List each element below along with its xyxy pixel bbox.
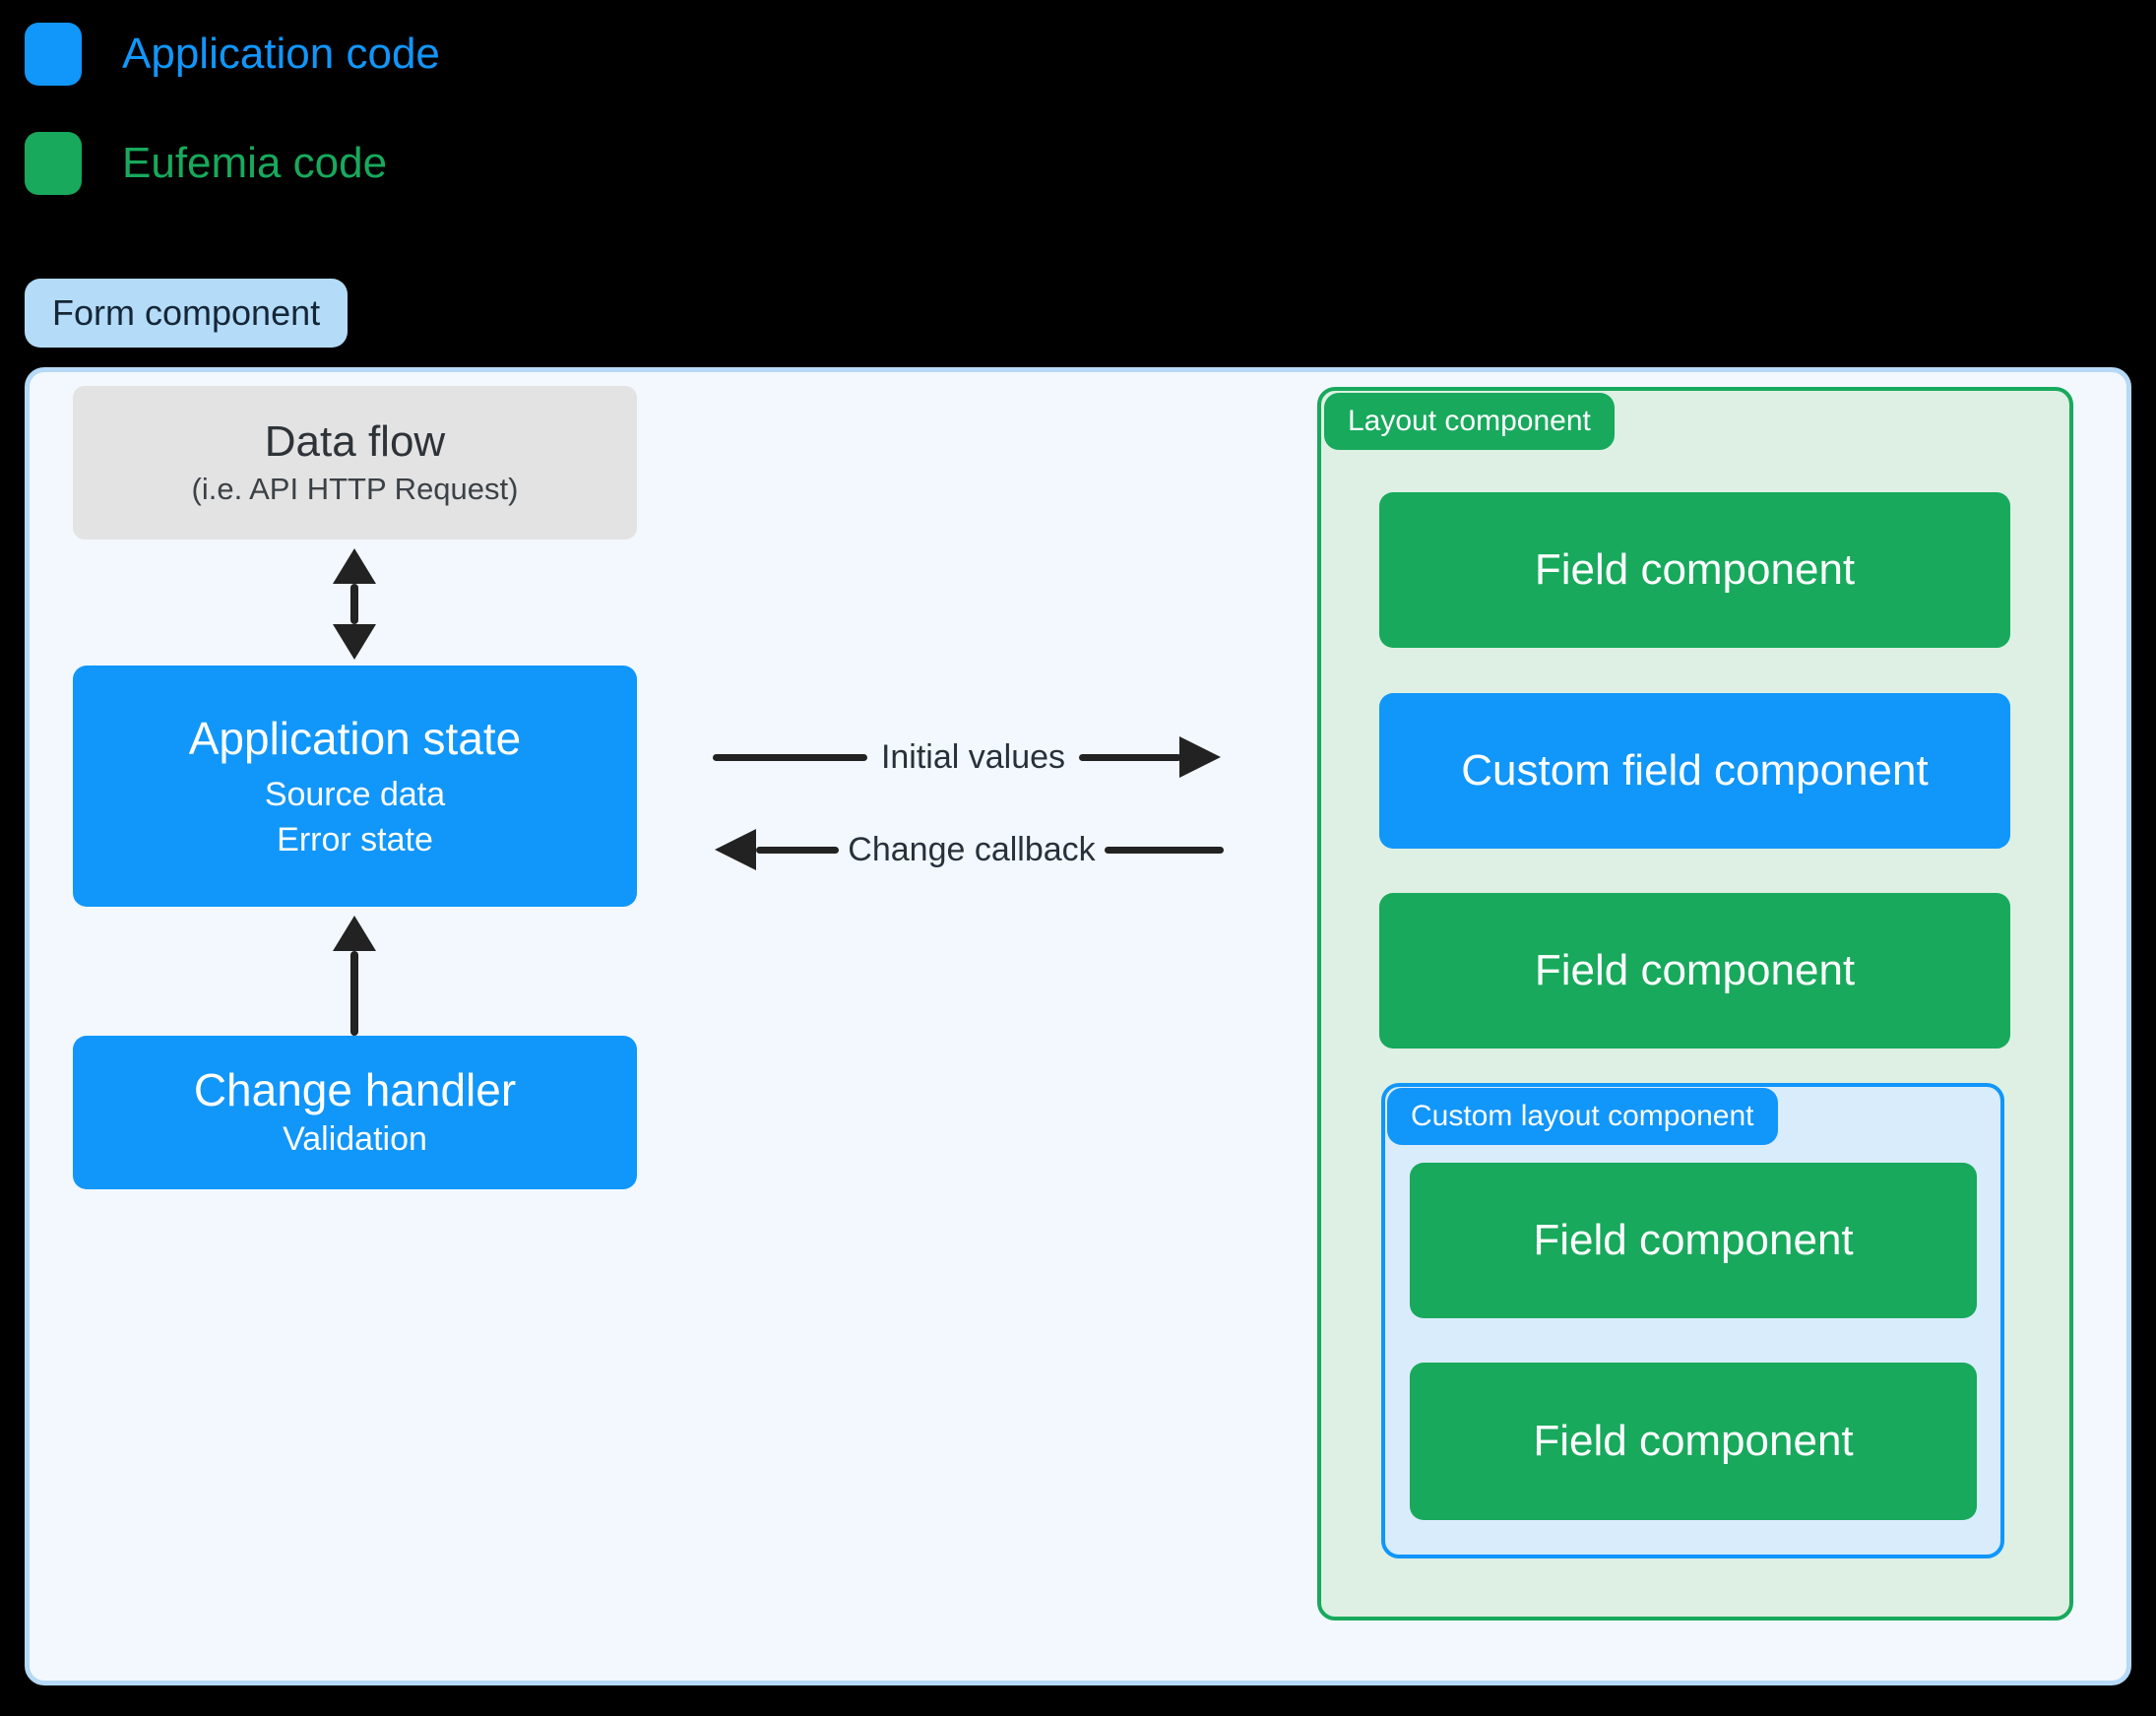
custom-field-component-box: Custom field component [1379, 693, 2010, 849]
arrowhead-up-icon [333, 916, 376, 951]
data-flow-title: Data flow [264, 417, 446, 466]
eufemia-code-swatch-icon [25, 132, 82, 195]
field-component-box: Field component [1410, 1163, 1977, 1318]
form-component-tag: Form component [25, 279, 349, 348]
field-component-box: Field component [1379, 492, 2010, 648]
change-handler-box: Change handler Validation [73, 1036, 637, 1189]
arrow-line [1105, 847, 1224, 854]
application-state-box: Application state Source data Error stat… [73, 666, 637, 907]
arrowhead-down-icon [333, 624, 376, 660]
source-data-line: Source data [264, 775, 446, 813]
arrowhead-left-icon [715, 829, 756, 870]
field-component-box: Field component [1379, 893, 2010, 1049]
field-component-box: Field component [1410, 1363, 1977, 1520]
bidirectional-arrow-icon [333, 548, 376, 660]
layout-component-tag: Layout component [1324, 393, 1615, 450]
up-arrow-icon [333, 916, 376, 1036]
legend-label-application-code: Application code [122, 30, 440, 78]
arrow-shaft [350, 951, 358, 1036]
arrow-line [756, 847, 839, 854]
data-flow-subtitle: (i.e. API HTTP Request) [191, 472, 519, 506]
arrow-shaft [350, 584, 358, 624]
arrow-line [1079, 754, 1181, 761]
application-state-title: Application state [188, 712, 522, 764]
error-state-line: Error state [277, 820, 433, 858]
custom-layout-component-tag: Custom layout component [1387, 1088, 1778, 1145]
arrow-line [713, 754, 867, 761]
change-callback-label: Change callback [848, 831, 1096, 868]
validation-line: Validation [283, 1120, 427, 1158]
change-handler-title: Change handler [193, 1064, 517, 1115]
legend-label-eufemia-code: Eufemia code [122, 139, 388, 187]
data-flow-box: Data flow (i.e. API HTTP Request) [73, 386, 637, 540]
initial-values-label: Initial values [880, 738, 1066, 776]
application-code-swatch-icon [25, 23, 82, 86]
arrowhead-up-icon [333, 548, 376, 584]
arrowhead-right-icon [1179, 736, 1221, 778]
